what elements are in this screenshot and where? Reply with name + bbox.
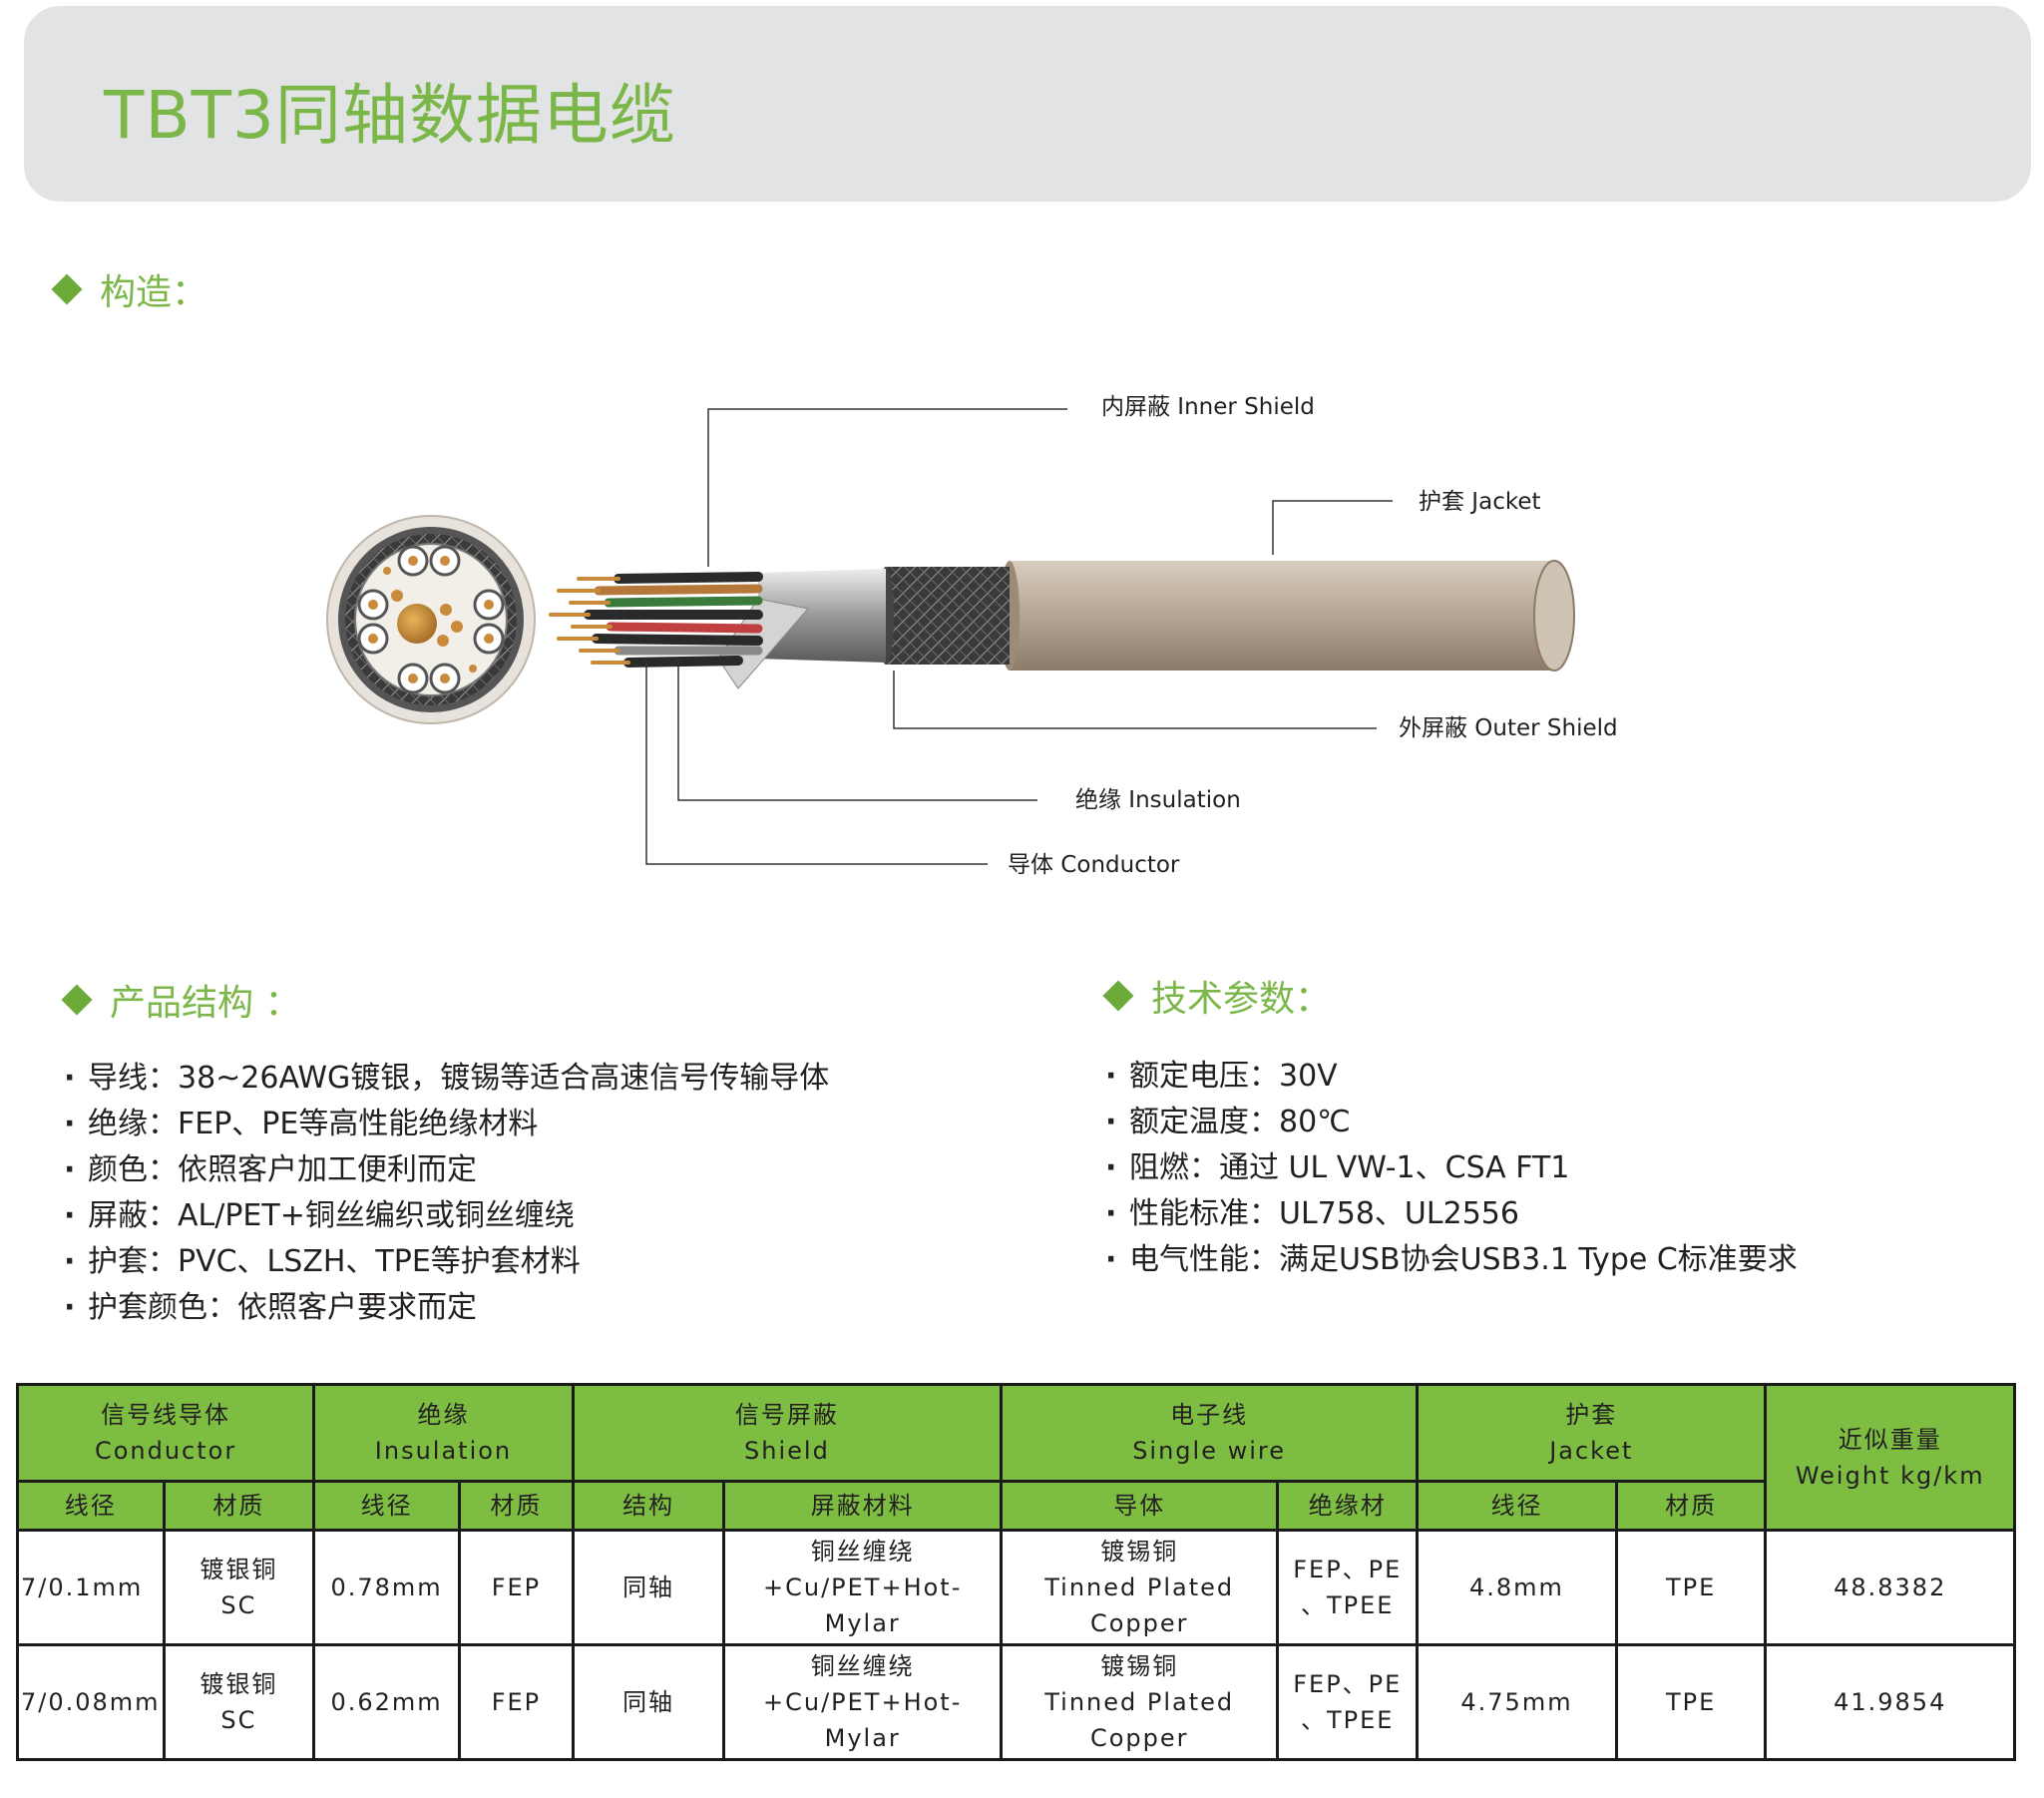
diamond-bullet-icon xyxy=(51,273,83,305)
label-conductor: 导体 Conductor xyxy=(1008,852,1180,878)
th-sub: 材质 xyxy=(162,1480,316,1532)
cell: 同轴 xyxy=(571,1643,726,1761)
list-item: 电气性能：满足USB协会USB3.1 Type C标准要求 xyxy=(1105,1237,1798,1283)
cell: 0.78mm xyxy=(312,1529,462,1646)
cell: 铜丝缠绕+Cu/PET+Hot-Mylar xyxy=(722,1529,1004,1646)
th-sub: 材质 xyxy=(458,1480,575,1532)
list-item: 阻燃：通过 UL VW-1、CSA FT1 xyxy=(1105,1145,1798,1191)
cell: 7/0.08mm xyxy=(16,1643,166,1761)
title-banner xyxy=(24,6,2031,202)
section-tech-heading: 技术参数： xyxy=(1102,970,1332,1022)
structure-list: 导线：38~26AWG镀银，镀锡等适合高速信号传输导体 绝缘：FEP、PE等高性… xyxy=(64,1056,829,1331)
tech-list: 额定电压：30V 额定温度：80℃ 阻燃：通过 UL VW-1、CSA FT1 … xyxy=(1105,1054,1798,1283)
list-item: 绝缘：FEP、PE等高性能绝缘材料 xyxy=(64,1102,829,1147)
th-sub: 绝缘材 xyxy=(1276,1480,1420,1532)
diamond-bullet-icon xyxy=(61,984,93,1016)
cell: 4.8mm xyxy=(1416,1529,1618,1646)
cable-structure-diagram: 内屏蔽 Inner Shield 护套 Jacket 外屏蔽 Outer Shi… xyxy=(326,394,1618,878)
cell: TPE xyxy=(1614,1529,1768,1646)
diamond-bullet-icon xyxy=(1102,980,1134,1012)
section-structure-label: 产品结构 ： xyxy=(110,983,301,1024)
list-item: 护套：PVC、LSZH、TPE等护套材料 xyxy=(64,1239,829,1285)
th-sub: 线径 xyxy=(1416,1480,1618,1532)
list-item: 颜色：依照客户加工便利而定 xyxy=(64,1147,829,1193)
page-title: TBT3同轴数据电缆 xyxy=(104,77,676,154)
list-item: 额定温度：80℃ xyxy=(1105,1100,1798,1145)
section-construction-label: 构造： xyxy=(100,272,208,313)
cell: 7/0.1mm xyxy=(16,1529,166,1646)
cell: 0.62mm xyxy=(312,1643,462,1761)
th-sub: 结构 xyxy=(571,1480,726,1532)
list-item: 护套颜色：依照客户要求而定 xyxy=(64,1285,829,1331)
list-item: 导线：38~26AWG镀银，镀锡等适合高速信号传输导体 xyxy=(64,1056,829,1102)
list-item: 额定电压：30V xyxy=(1105,1054,1798,1100)
th-sub: 导体 xyxy=(1000,1480,1280,1532)
cell: 41.9854 xyxy=(1764,1643,2016,1761)
cell: FEP、PE、TPEE xyxy=(1276,1529,1420,1646)
section-structure-heading: 产品结构 ： xyxy=(61,974,301,1026)
cell: TPE xyxy=(1614,1643,1768,1761)
th-sub: 屏蔽材料 xyxy=(722,1480,1004,1532)
label-jacket: 护套 Jacket xyxy=(1419,489,1541,515)
cell: FEP xyxy=(458,1643,575,1761)
cell: FEP xyxy=(458,1529,575,1646)
section-construction-heading: 构造： xyxy=(51,263,208,315)
label-insulation: 绝缘 Insulation xyxy=(1075,787,1241,813)
cable-cross-section xyxy=(326,515,536,724)
label-inner-shield: 内屏蔽 Inner Shield xyxy=(1101,394,1315,420)
th-sub: 线径 xyxy=(16,1480,166,1532)
th-sub: 材质 xyxy=(1614,1480,1768,1532)
label-outer-shield: 外屏蔽 Outer Shield xyxy=(1399,715,1618,741)
cell: 同轴 xyxy=(571,1529,726,1646)
cell: 铜丝缠绕+Cu/PET+Hot-Mylar xyxy=(722,1643,1004,1761)
list-item: 性能标准：UL758、UL2556 xyxy=(1105,1191,1798,1237)
cell: 48.8382 xyxy=(1764,1529,2016,1646)
list-item: 屏蔽：AL/PET+铜丝编织或铜丝缠绕 xyxy=(64,1193,829,1239)
cell: FEP、PE、TPEE xyxy=(1276,1643,1420,1761)
cell: 4.75mm xyxy=(1416,1643,1618,1761)
section-tech-label: 技术参数： xyxy=(1151,979,1332,1020)
table-subheader-row: 线径 材质 线径 材质 结构 屏蔽材料 导体 绝缘材 线径 材质 xyxy=(16,1480,2015,1532)
th-sub: 线径 xyxy=(312,1480,462,1532)
cable-side-view xyxy=(549,560,1575,689)
